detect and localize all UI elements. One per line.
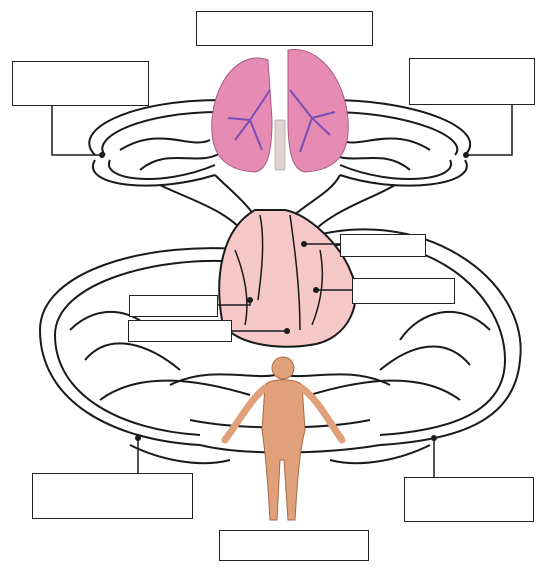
systemic-circuit — [38, 228, 522, 465]
label-box-heart-right-upper[interactable] — [340, 234, 426, 257]
label-box-lower-left[interactable] — [32, 473, 193, 519]
label-box-top[interactable] — [196, 11, 373, 46]
human-body-illustration — [221, 356, 346, 521]
label-box-heart-left-upper[interactable] — [129, 295, 218, 317]
lungs-illustration — [211, 49, 349, 173]
label-box-upper-left[interactable] — [12, 61, 149, 106]
label-box-heart-left-lower[interactable] — [128, 320, 232, 342]
label-box-lower-right[interactable] — [404, 477, 534, 522]
label-leader-dots — [99, 152, 469, 441]
label-box-upper-right[interactable] — [409, 58, 535, 105]
label-box-heart-right-lower[interactable] — [352, 278, 455, 304]
label-box-bottom[interactable] — [219, 530, 369, 561]
